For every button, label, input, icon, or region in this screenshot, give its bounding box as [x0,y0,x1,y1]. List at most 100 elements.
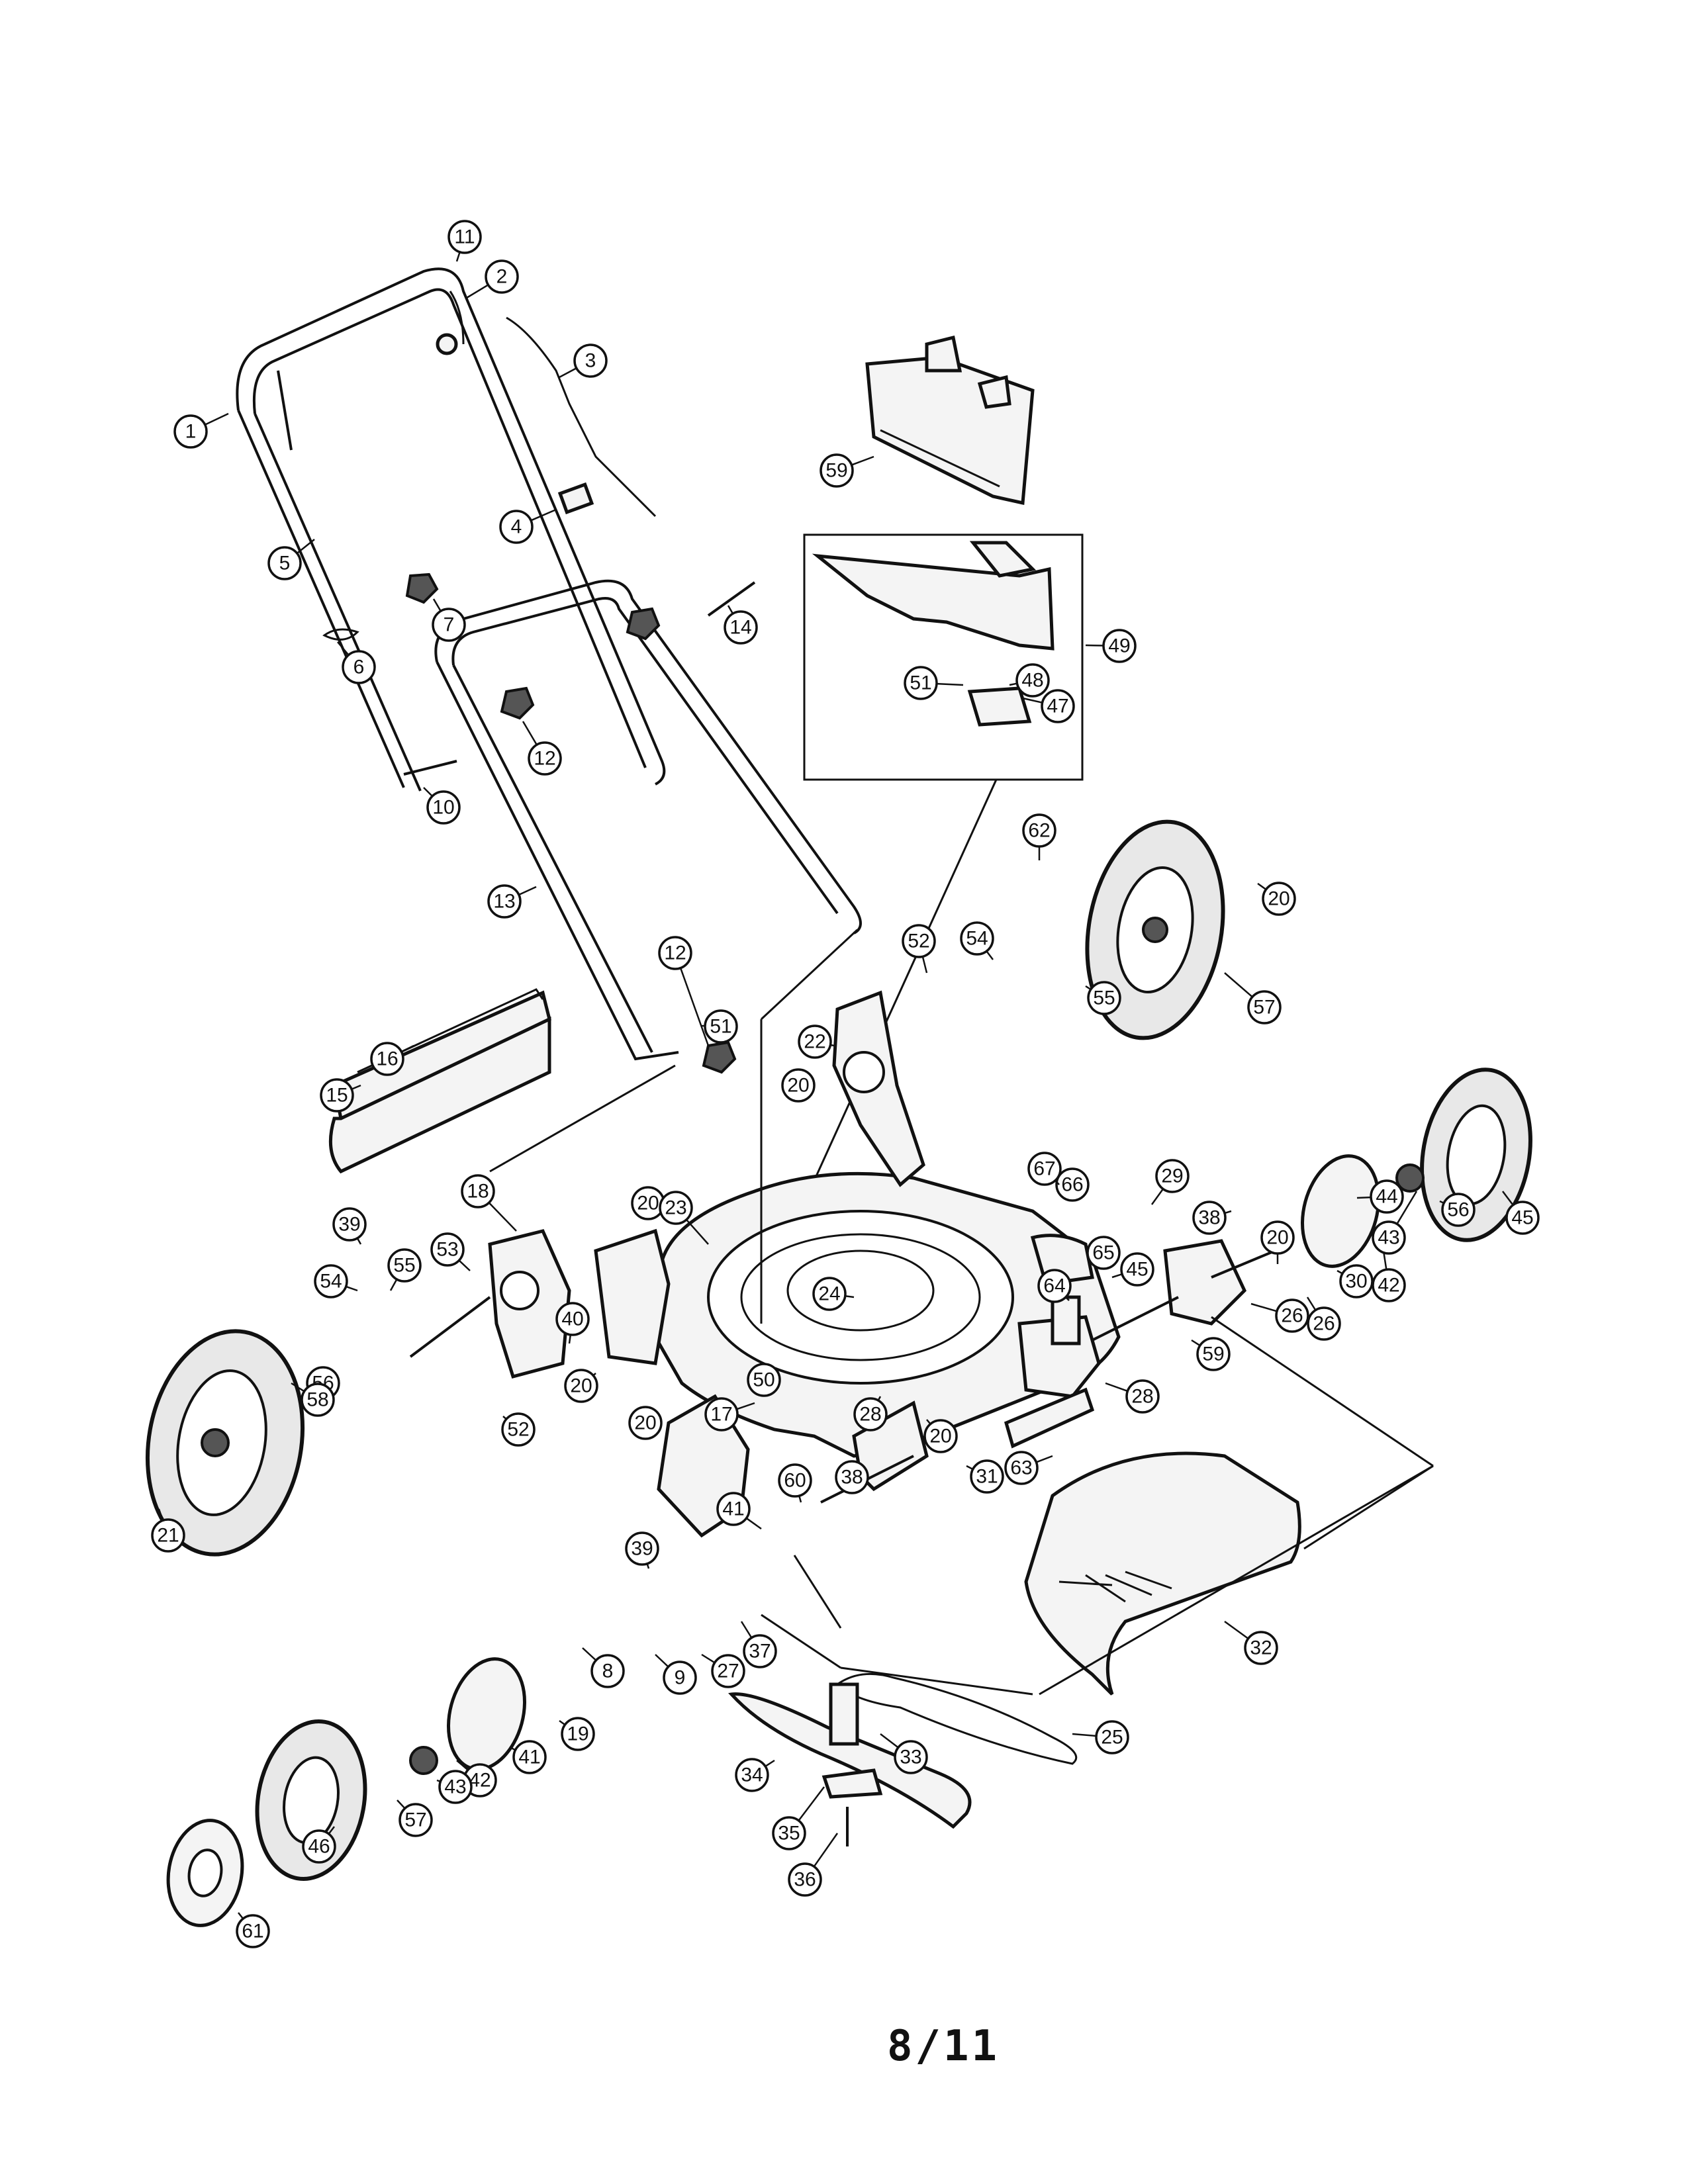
part-callout: 42 [456,1760,497,1797]
part-callout: 19 [559,1717,595,1751]
callout-leader [880,1733,899,1749]
callout-label: 56 [1447,1199,1469,1221]
hubcap [166,1819,244,1927]
callout-label: 65 [1092,1242,1114,1264]
callout-label: 39 [631,1538,653,1560]
callout-label: 31 [976,1466,998,1488]
callout-circle [1372,1268,1406,1302]
callout-leader [679,968,710,1046]
callout-label: 7 [444,614,455,636]
callout-circle [788,1862,822,1897]
callout-label: 3 [585,350,596,372]
callout-leader [205,412,229,426]
callout-label: 36 [794,1869,816,1891]
part-callout: 28 [853,1396,888,1432]
part-callout: 20 [781,1068,816,1103]
callout-circle [573,343,608,378]
callout-circle [332,1207,367,1242]
part-callout: 8 [582,1647,625,1688]
callout-leader [986,950,994,960]
callout-circle [399,1803,433,1837]
part-callout: 21 [151,1508,185,1553]
callout-label: 20 [1268,888,1289,910]
callout-leader [1022,697,1043,704]
part-callout: 48 [1009,663,1050,698]
callout-label: 12 [664,942,686,964]
callout-label: 42 [1378,1275,1399,1297]
callout-label: 15 [326,1085,348,1107]
callout-circle [485,259,519,294]
part-callout: 25 [1072,1720,1129,1754]
callout-label: 35 [778,1823,800,1844]
rear-shield [328,988,551,1174]
control-bail-cable [436,291,657,518]
callout-circle [835,1460,869,1494]
callout-circle [658,936,692,970]
callout-leader [530,508,557,522]
part-callout: 30 [1336,1264,1374,1298]
part-callout: 3 [559,343,608,379]
callout-label: 25 [1101,1727,1123,1749]
callout-leader [488,1202,517,1232]
callout-label: 20 [634,1412,656,1434]
callout-circle [1441,1193,1476,1227]
callout-label: 38 [1198,1207,1220,1229]
callout-leader [813,1833,839,1868]
part-callout: 55 [387,1248,422,1291]
rear-left-wheel [255,1719,367,1881]
part-callout: 20 [631,1186,665,1220]
knobs-and-bolts [322,572,756,1074]
callout-leader [296,539,315,554]
callout-circle [659,1191,693,1225]
page-number: 8/11 [886,2022,1000,2071]
part-callout: 38 [1192,1201,1232,1235]
part-callout: 44 [1356,1179,1404,1214]
callout-leader [458,1259,471,1271]
callout-circle [426,790,461,825]
callout-label: 62 [1028,820,1050,842]
part-callout: 39 [625,1531,659,1569]
callout-label: 11 [454,226,475,248]
callout-label: 41 [518,1747,540,1768]
part-callout: 66 [1055,1167,1090,1202]
callout-leader [1250,1302,1278,1312]
part-callout: 22 [798,1024,835,1059]
callout-label: 43 [444,1776,466,1798]
callout-label: 18 [467,1181,489,1203]
callout-leader [736,1402,755,1410]
callout-leader [291,1382,305,1392]
callout-circle [1192,1201,1227,1235]
callout-circle [528,741,562,776]
callout-label: 57 [404,1809,426,1831]
part-callout: 56 [1439,1193,1476,1227]
callout-leader [466,284,489,299]
callout-leader [1306,1297,1317,1311]
part-callout: 36 [788,1833,839,1897]
callout-label: 19 [567,1723,588,1745]
part-callout: 57 [397,1799,433,1837]
callout-circle [724,610,758,645]
callout-label: 21 [157,1525,179,1547]
callout-circle [1041,689,1075,723]
callout-label: 2 [496,266,508,288]
part-callout: 53 [430,1232,471,1271]
part-callout: 49 [1085,629,1137,663]
callout-leader [686,1219,709,1245]
upper-handle [236,267,666,792]
callout-circle [735,1758,769,1792]
callout-label: 9 [675,1667,686,1689]
callout-leader [701,1653,716,1664]
callout-label: 45 [1126,1259,1148,1281]
callout-label: 66 [1061,1174,1083,1196]
part-callout: 14 [724,605,758,645]
callout-label: 14 [729,617,751,639]
callout-circle [151,1518,185,1553]
lower-handle [434,482,862,1061]
callout-leader [1502,1191,1514,1206]
callout-label: 59 [1202,1343,1224,1365]
callout-label: 41 [722,1498,744,1520]
callout-circle [1262,882,1296,916]
callout-label: 10 [432,797,454,819]
callout-label: 16 [376,1048,398,1070]
callout-circle [430,1232,465,1267]
